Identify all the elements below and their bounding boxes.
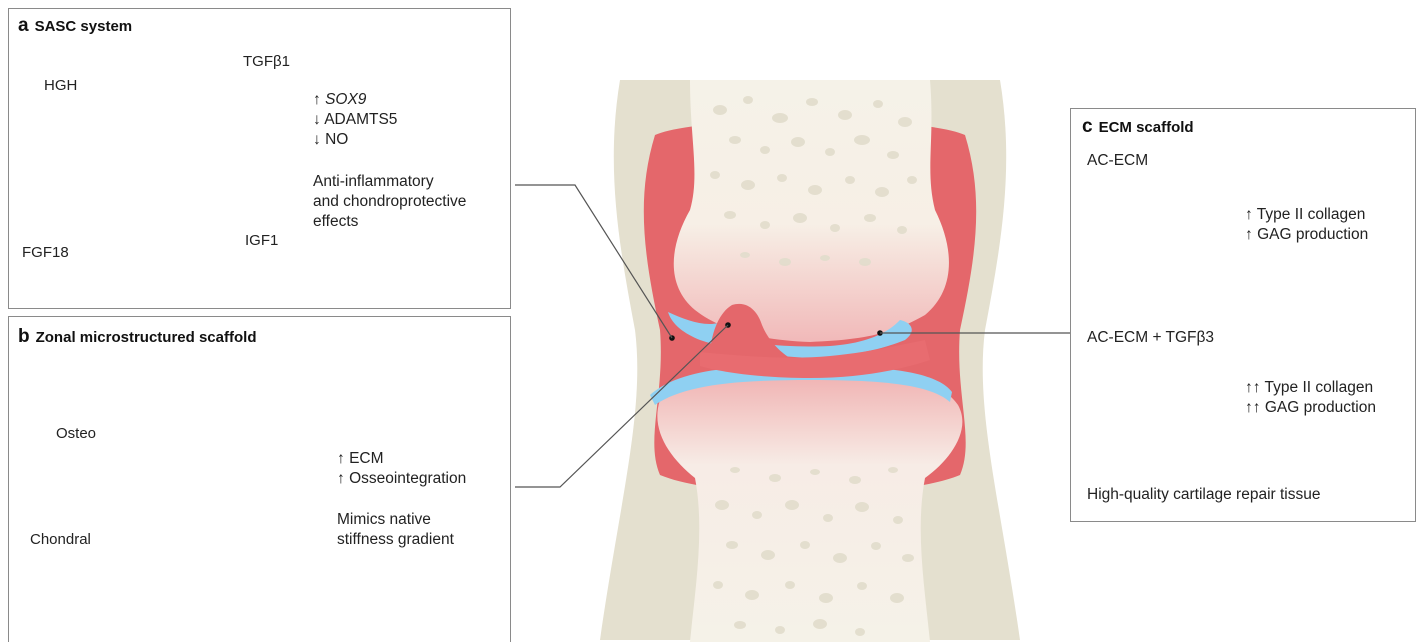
panel-c-footer: High-quality cartilage repair tissue [1087,485,1320,505]
desc-a-line2: and chondroprotective [313,192,466,212]
panel-a-effects: ↑ SOX9 ↓ ADAMTS5 ↓ NO [313,90,397,150]
scaffold2-label: AC-ECM + TGFβ3 [1087,328,1214,348]
label-hgh: HGH [44,77,77,94]
effect-c1-gag: ↑ GAG production [1245,225,1368,245]
scaffold2-effects: ↑↑ Type II collagen ↑↑ GAG production [1245,378,1376,418]
effect-ecm: ↑ ECM [337,449,466,469]
desc-a-line1: Anti-inflammatory [313,172,466,192]
panel-a-title: a SASC system [18,15,132,37]
panel-b-letter: b [18,326,30,347]
effect-osseointegration: ↑ Osseointegration [337,469,466,489]
effect-adamts5: ↓ ADAMTS5 [313,110,397,130]
desc-b-line2: stiffness gradient [337,530,454,550]
label-igf1: IGF1 [245,232,278,249]
knee-joint [600,80,1020,642]
panel-b-effects: ↑ ECM ↑ Osseointegration [337,449,466,489]
lower-bone [657,370,962,642]
panel-a-title-text: SASC system [35,18,133,35]
effect-no: ↓ NO [313,130,397,150]
effect-c2-gag: ↑↑ GAG production [1245,398,1376,418]
desc-a-line3: effects [313,212,466,232]
panel-a-description: Anti-inflammatory and chondroprotective … [313,172,466,232]
panel-b-title: b Zonal microstructured scaffold [18,326,256,348]
panel-a-letter: a [18,15,29,36]
panel-c-title-text: ECM scaffold [1099,119,1194,136]
label-fgf18: FGF18 [22,244,69,261]
label-tgfb1: TGFβ1 [243,53,290,70]
label-chondral: Chondral [30,531,91,548]
panel-b-title-text: Zonal microstructured scaffold [36,329,257,346]
label-osteo: Osteo [56,425,96,442]
desc-b-line1: Mimics native [337,510,454,530]
scaffold1-label: AC-ECM [1087,151,1148,171]
effect-c1-collagen: ↑ Type II collagen [1245,205,1368,225]
scaffold1-effects: ↑ Type II collagen ↑ GAG production [1245,205,1368,245]
panel-b-description: Mimics native stiffness gradient [337,510,454,550]
effect-sox9: ↑ SOX9 [313,90,397,110]
effect-c2-collagen: ↑↑ Type II collagen [1245,378,1376,398]
panel-c-letter: c [1082,116,1093,137]
panel-c-title: c ECM scaffold [1082,116,1194,138]
